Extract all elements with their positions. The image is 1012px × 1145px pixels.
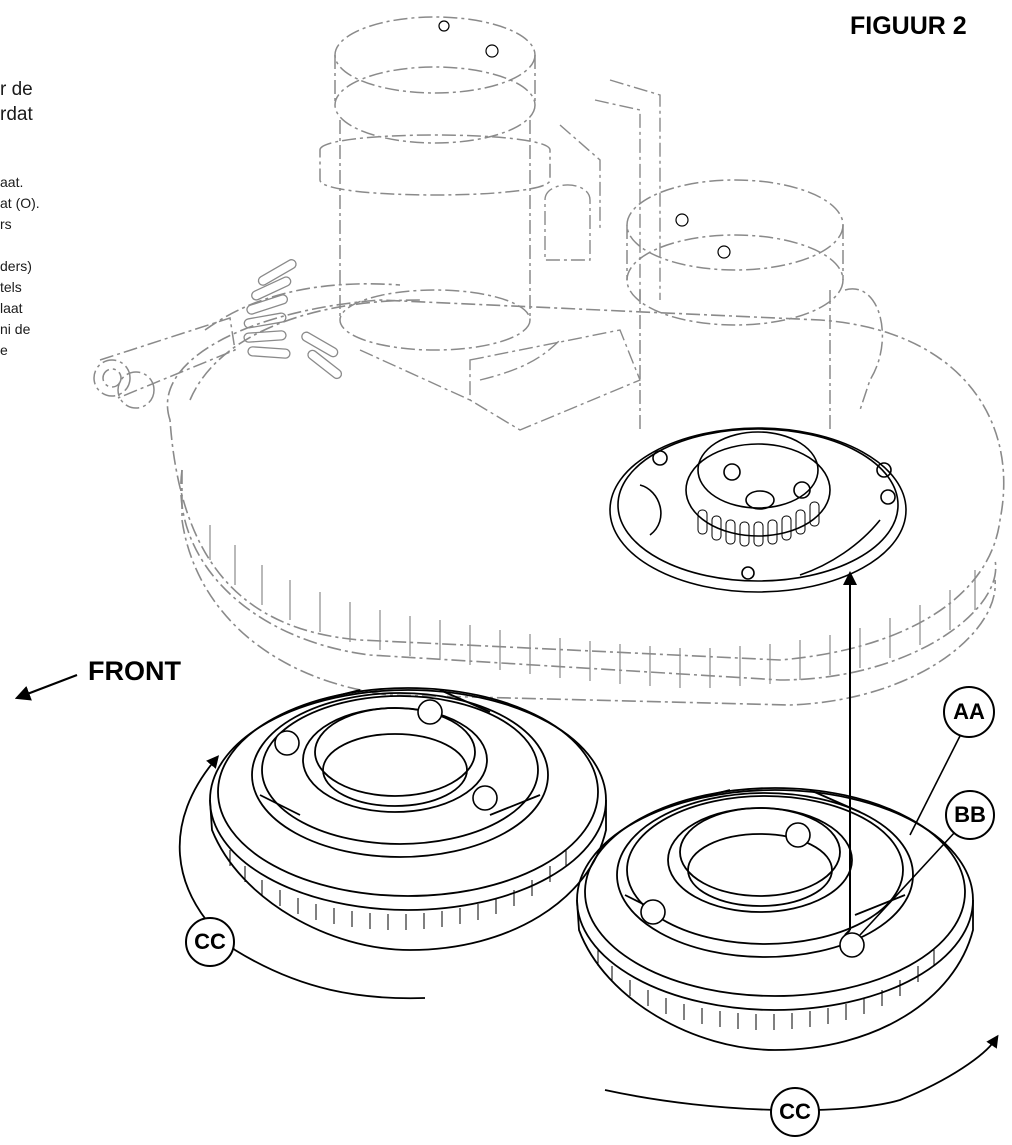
text-fragment-small-9: e: [0, 342, 8, 358]
text-fragment-large-1: r de: [0, 79, 33, 100]
text-fragment-small-3: rs: [0, 216, 12, 232]
drive-hub-teeth: [697, 501, 820, 547]
drive-plate-right-teeth: [597, 950, 935, 1030]
text-fragment-small-6: tels: [0, 279, 22, 295]
left-motor-bolts: [438, 20, 499, 58]
rotation-arrow-right: [604, 1034, 999, 1112]
callout-cc-right-label: CC: [779, 1099, 811, 1124]
machine-deck: [166, 283, 1005, 706]
text-fragment-small-7: laat: [0, 300, 23, 316]
install-guide-line: [844, 929, 851, 936]
callout-aa: AA: [943, 686, 995, 738]
callout-bb-label: BB: [954, 802, 986, 827]
vent-slots: [243, 259, 343, 380]
callout-cc-left: CC: [185, 917, 235, 967]
figure-title: FIGUUR 2: [850, 12, 967, 40]
callout-cc-left-label: CC: [194, 929, 226, 954]
drive-hub: [609, 427, 907, 593]
aa-leader: [909, 731, 963, 836]
text-fragment-small-5: ders): [0, 258, 32, 274]
drive-plate-right: [576, 787, 974, 1051]
text-fragment-small-2: at (O).: [0, 195, 40, 211]
text-fragment-small-8: ni de: [0, 321, 31, 337]
bb-leader: [859, 831, 956, 936]
deck-skirt-ribs: [209, 525, 976, 688]
front-label: FRONT: [88, 656, 181, 686]
text-fragment-small-1: aat.: [0, 174, 24, 190]
callout-aa-label: AA: [953, 699, 985, 724]
center-linkage: [359, 79, 661, 431]
right-motor: [626, 179, 884, 430]
callout-cc-right: CC: [770, 1087, 820, 1137]
drive-plate-left-teeth: [229, 850, 567, 930]
rotation-arrow-left: [178, 755, 426, 1000]
callout-bb: BB: [945, 790, 995, 840]
drive-plate-right-screws: [640, 822, 865, 958]
handle-arm: [93, 317, 236, 409]
front-arrow: [14, 673, 78, 701]
drive-plate-left: [209, 687, 607, 951]
right-motor-bolts: [675, 213, 731, 259]
text-fragment-large-2: rdat: [0, 104, 33, 125]
drive-plate-left-screws: [274, 699, 498, 811]
left-motor: [319, 16, 551, 351]
